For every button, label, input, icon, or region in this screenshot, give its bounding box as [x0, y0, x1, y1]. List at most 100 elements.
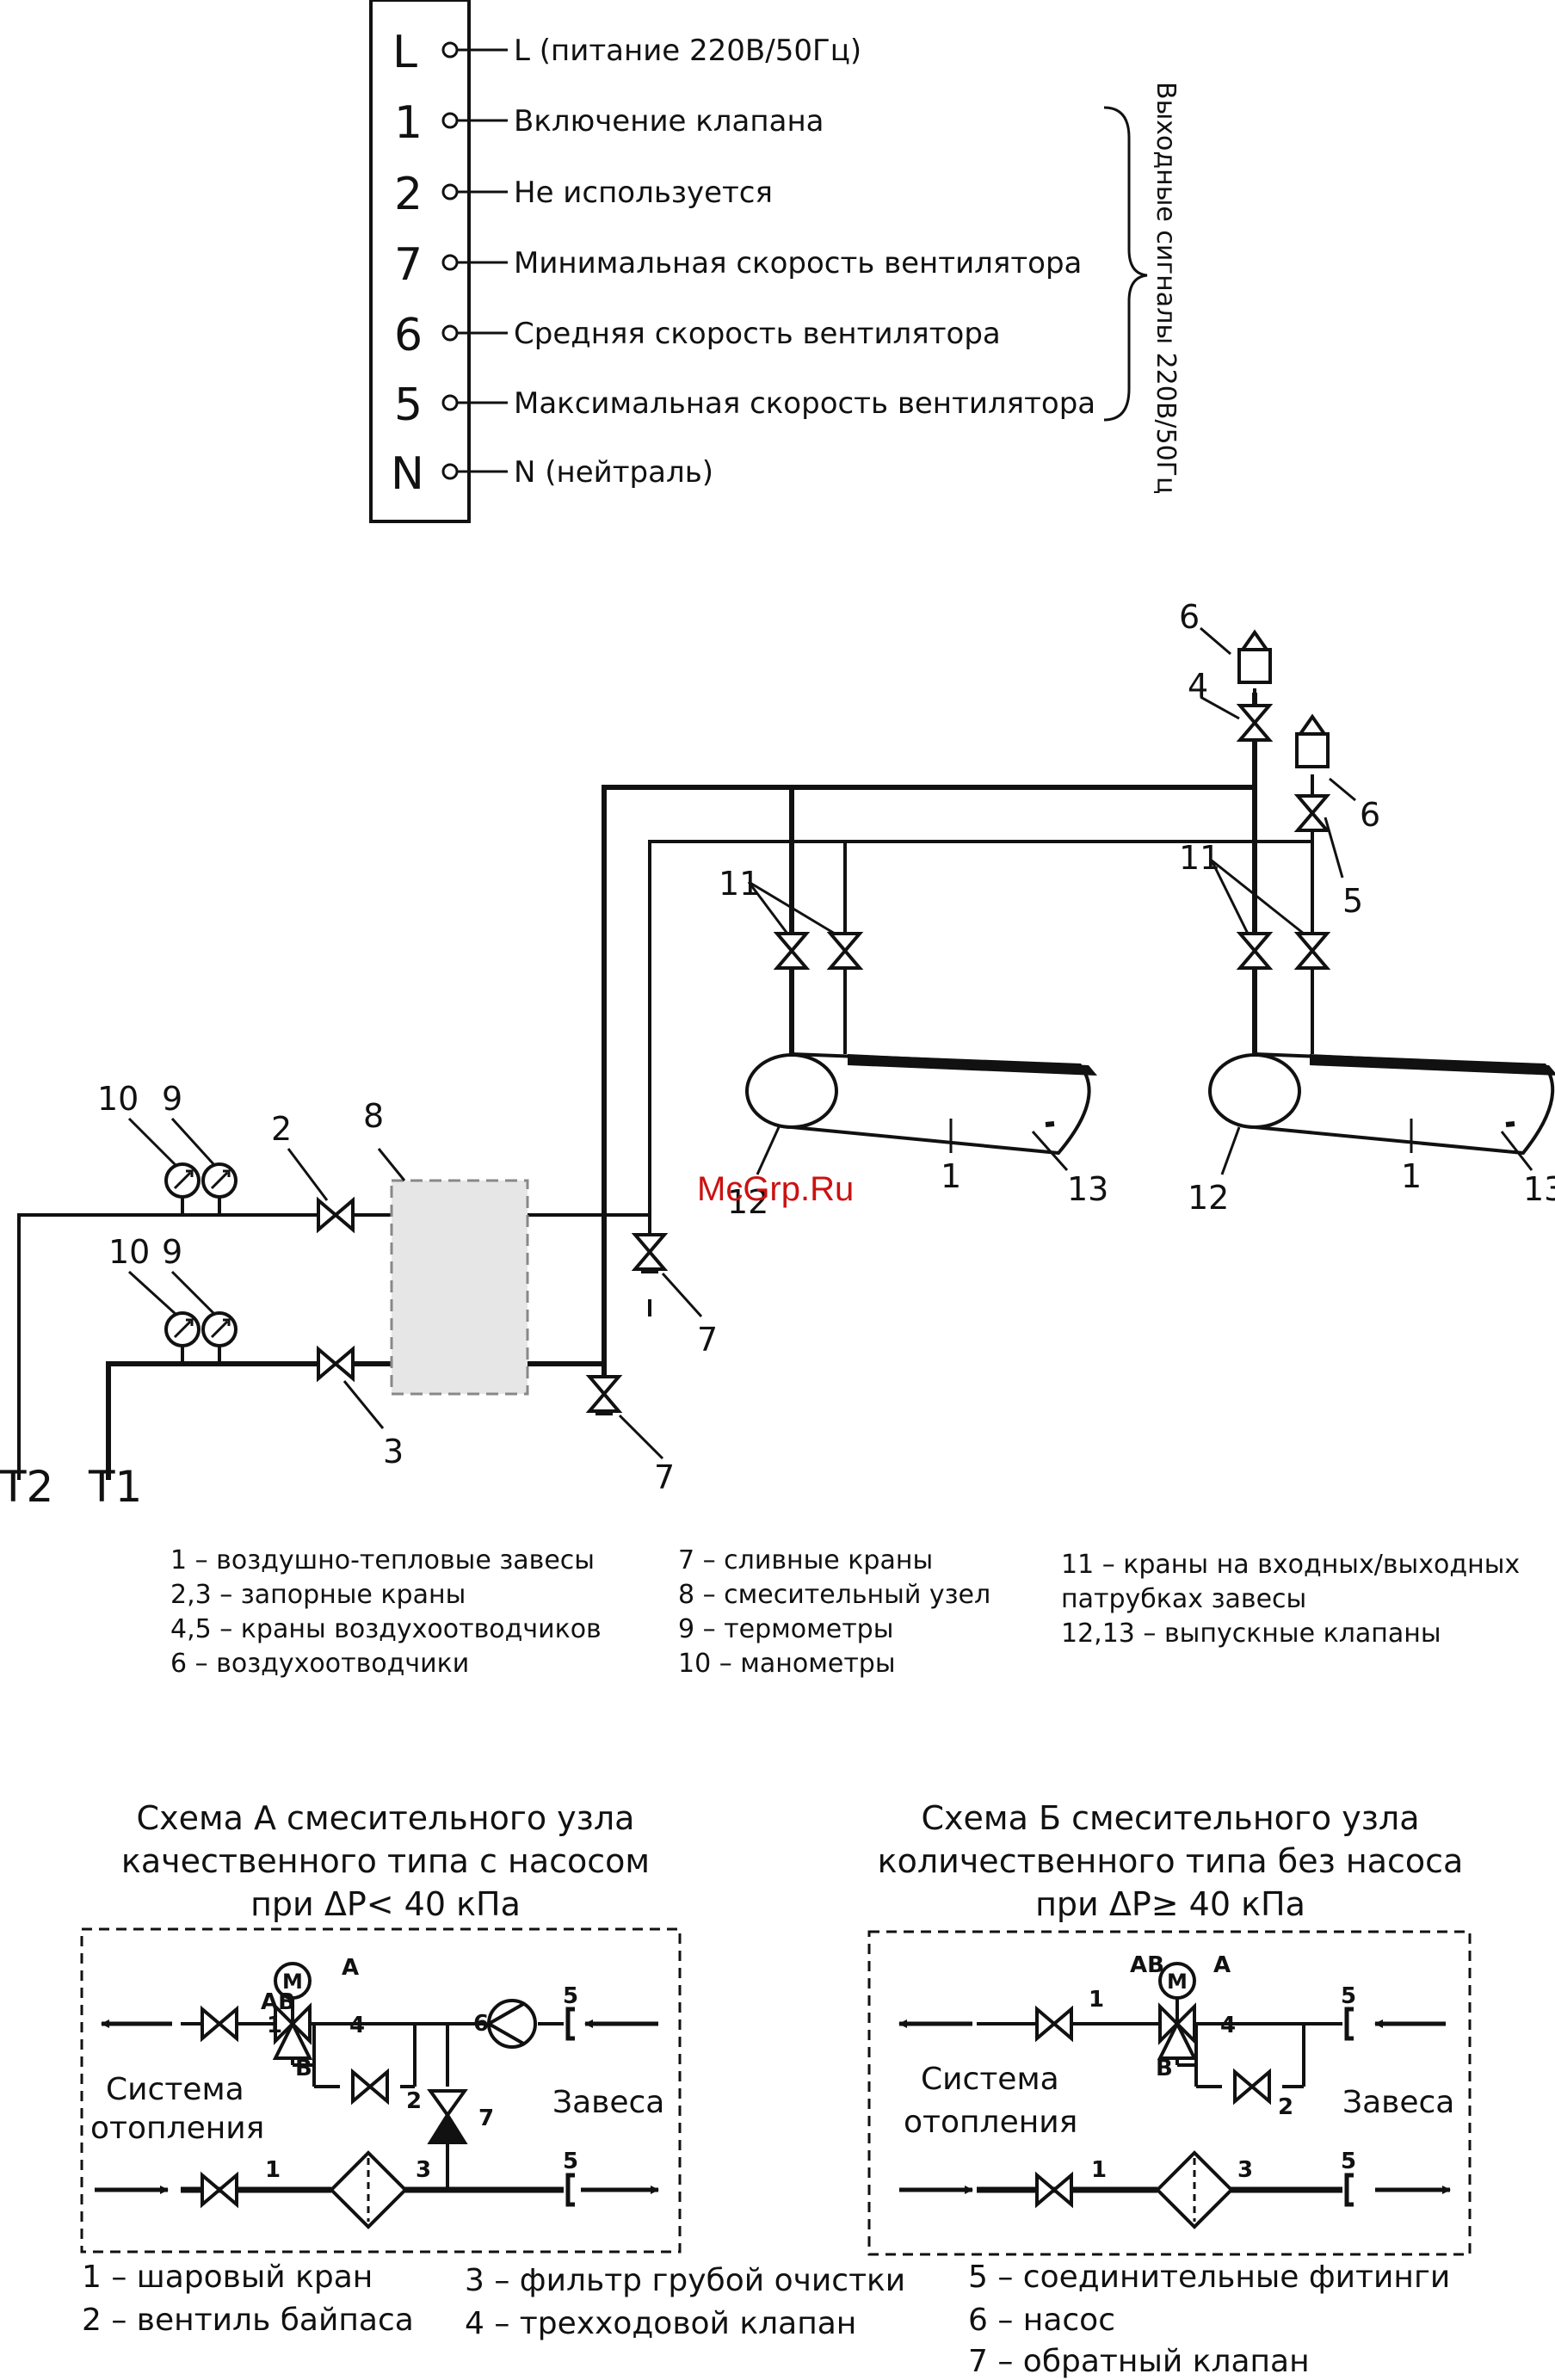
label-drain-valve-7: 7 — [654, 1458, 675, 1496]
air-curtain-left — [745, 1052, 1097, 1156]
pump-icon — [487, 1999, 537, 2049]
schemes-legend: 1 – шаровый кран 2 – вентиль байпаса 3 –… — [82, 2260, 1450, 2379]
label-curtain-valves-11: 11 — [1179, 839, 1220, 877]
label-vent-valve-4: 4 — [1188, 667, 1208, 705]
fitting-icon — [565, 2173, 575, 2207]
heating-system-label: Система — [106, 2072, 244, 2107]
upper-header-pipe — [648, 840, 1312, 1215]
motor-label: M — [282, 1970, 303, 1994]
terminal-text-5: Максимальная скорость вентилятора — [514, 386, 1095, 421]
bypass-valve-number: 2 — [1278, 2094, 1293, 2120]
vent-valve-5-icon — [1296, 794, 1329, 832]
terminal-contact — [441, 394, 459, 411]
scheme-b-frame — [867, 1930, 1472, 2256]
legend-item: 11 – краны на входных/выходных — [1061, 1550, 1520, 1580]
label-release-valve-12: 12 — [1188, 1179, 1229, 1217]
curtain-valve-11-icon — [1296, 932, 1329, 970]
terminal-text-n: N (нейтраль) — [514, 455, 713, 490]
curtain-valve-11-icon — [829, 932, 861, 970]
thermometer-icon — [201, 1311, 238, 1366]
bypass-valve-number: 2 — [406, 2088, 422, 2114]
terminal-label-1: 1 — [394, 97, 423, 149]
three-way-valve-number: 4 — [1220, 2013, 1236, 2038]
port-a-label: A — [1213, 1952, 1231, 1978]
check-valve-number: 7 — [478, 2106, 494, 2131]
terminal-text-l: L (питание 220В/50Гц) — [514, 34, 861, 68]
ball-valve-icon — [201, 2173, 238, 2206]
label-release-valve-13: 13 — [1523, 1170, 1555, 1208]
drain-valve-7-lower-icon — [588, 1375, 620, 1413]
label-release-valve-13: 13 — [1067, 1170, 1108, 1208]
terminal-block: L 1 2 7 6 5 N L (питание 220В/50Гц) Вклю… — [369, 0, 1181, 523]
terminal-label-l: L — [392, 27, 417, 78]
scheme-a-title: качественного типа с насосом — [121, 1842, 650, 1880]
terminal-contact — [441, 254, 459, 271]
vent-valve-4-icon — [1238, 704, 1271, 742]
legend-item: 12,13 – выпускные клапаны — [1061, 1619, 1441, 1649]
port-a-label: A — [342, 1955, 359, 1981]
heating-system-label: Система — [921, 2062, 1059, 2097]
curtain-valve-11-icon — [1238, 932, 1271, 970]
port-b-label: B — [295, 2056, 312, 2081]
fitting-icon — [1344, 2007, 1354, 2041]
label-thermometer-9: 9 — [162, 1233, 182, 1271]
manometer-icon — [164, 1162, 201, 1217]
port-ab-label: AB — [1130, 1952, 1164, 1978]
check-valve-icon — [427, 2089, 468, 2144]
terminal-text-6: Средняя скорость вентилятора — [514, 317, 1001, 351]
scheme-a-title: Схема А смесительного узла — [137, 1799, 635, 1837]
terminal-label-6: 6 — [394, 310, 423, 361]
label-drain-valve-7: 7 — [697, 1321, 718, 1359]
scheme-b-title: при ΔP≥ 40 кПа — [1035, 1885, 1305, 1923]
legend-item: 6 – насос — [968, 2303, 1115, 2338]
shutoff-valve-2-icon — [317, 1199, 355, 1231]
terminal-contact — [441, 41, 459, 59]
legend-item: 2 – вентиль байпаса — [82, 2303, 414, 2338]
legend-item: 8 – смесительный узел — [678, 1580, 990, 1610]
label-mixing-unit-8: 8 — [363, 1097, 384, 1135]
terminal-text-2: Не используется — [514, 176, 773, 210]
fitting-number: 5 — [1341, 2149, 1356, 2174]
terminal-label-2: 2 — [394, 169, 423, 220]
supply-pipe-t1 — [106, 1361, 323, 1480]
terminal-contact — [441, 183, 459, 200]
label-manometer-10: 10 — [97, 1080, 139, 1118]
heating-system-label: отопления — [904, 2105, 1077, 2140]
signals-bracket — [1103, 106, 1148, 422]
curtain-label: Завеса — [552, 2085, 664, 2120]
manometer-icon — [164, 1311, 201, 1366]
ball-valve-number: 1 — [267, 2013, 282, 2038]
motor-label: M — [1167, 1970, 1188, 1994]
label-release-valve-12: 12 — [727, 1183, 768, 1221]
pump-number: 6 — [473, 2011, 489, 2037]
three-way-valve-icon: M — [272, 1962, 313, 2060]
port-b-label: B — [1156, 2056, 1173, 2081]
scheme-a-frame — [80, 1927, 682, 2254]
return-pipe-t2 — [17, 1213, 392, 1480]
label-air-curtain-1: 1 — [941, 1157, 961, 1195]
air-curtain-right — [1208, 1052, 1555, 1156]
filter-number: 3 — [1237, 2157, 1253, 2183]
legend-item: патрубках завесы — [1061, 1584, 1306, 1614]
scheme-b-title: количественного типа без насоса — [878, 1842, 1464, 1880]
filter-number: 3 — [416, 2157, 431, 2183]
label-t2: T2 — [0, 1462, 53, 1512]
label-shutoff-valve-3: 3 — [383, 1433, 404, 1471]
legend-item: 5 – соединительные фитинги — [968, 2260, 1450, 2295]
legend-item: 3 – фильтр грубой очистки — [465, 2263, 905, 2298]
label-shutoff-valve-2: 2 — [271, 1110, 292, 1148]
fitting-number: 5 — [563, 2149, 578, 2174]
terminal-contact — [441, 112, 459, 129]
lower-header-pipe — [602, 785, 1255, 1364]
terminal-block-frame — [369, 0, 471, 523]
legend-item: 6 – воздухоотводчики — [170, 1649, 469, 1679]
ball-valve-icon — [201, 2007, 238, 2040]
label-air-curtain-1: 1 — [1401, 1157, 1422, 1195]
legend-item: 10 – манометры — [678, 1649, 896, 1679]
mixing-unit-box — [390, 1179, 529, 1396]
terminal-label-7: 7 — [394, 239, 423, 291]
legend-item: 9 – термометры — [678, 1614, 893, 1644]
scheme-b: Схема Б смесительного узла количественно… — [867, 1799, 1472, 2256]
fitting-number: 5 — [1341, 1983, 1356, 2009]
